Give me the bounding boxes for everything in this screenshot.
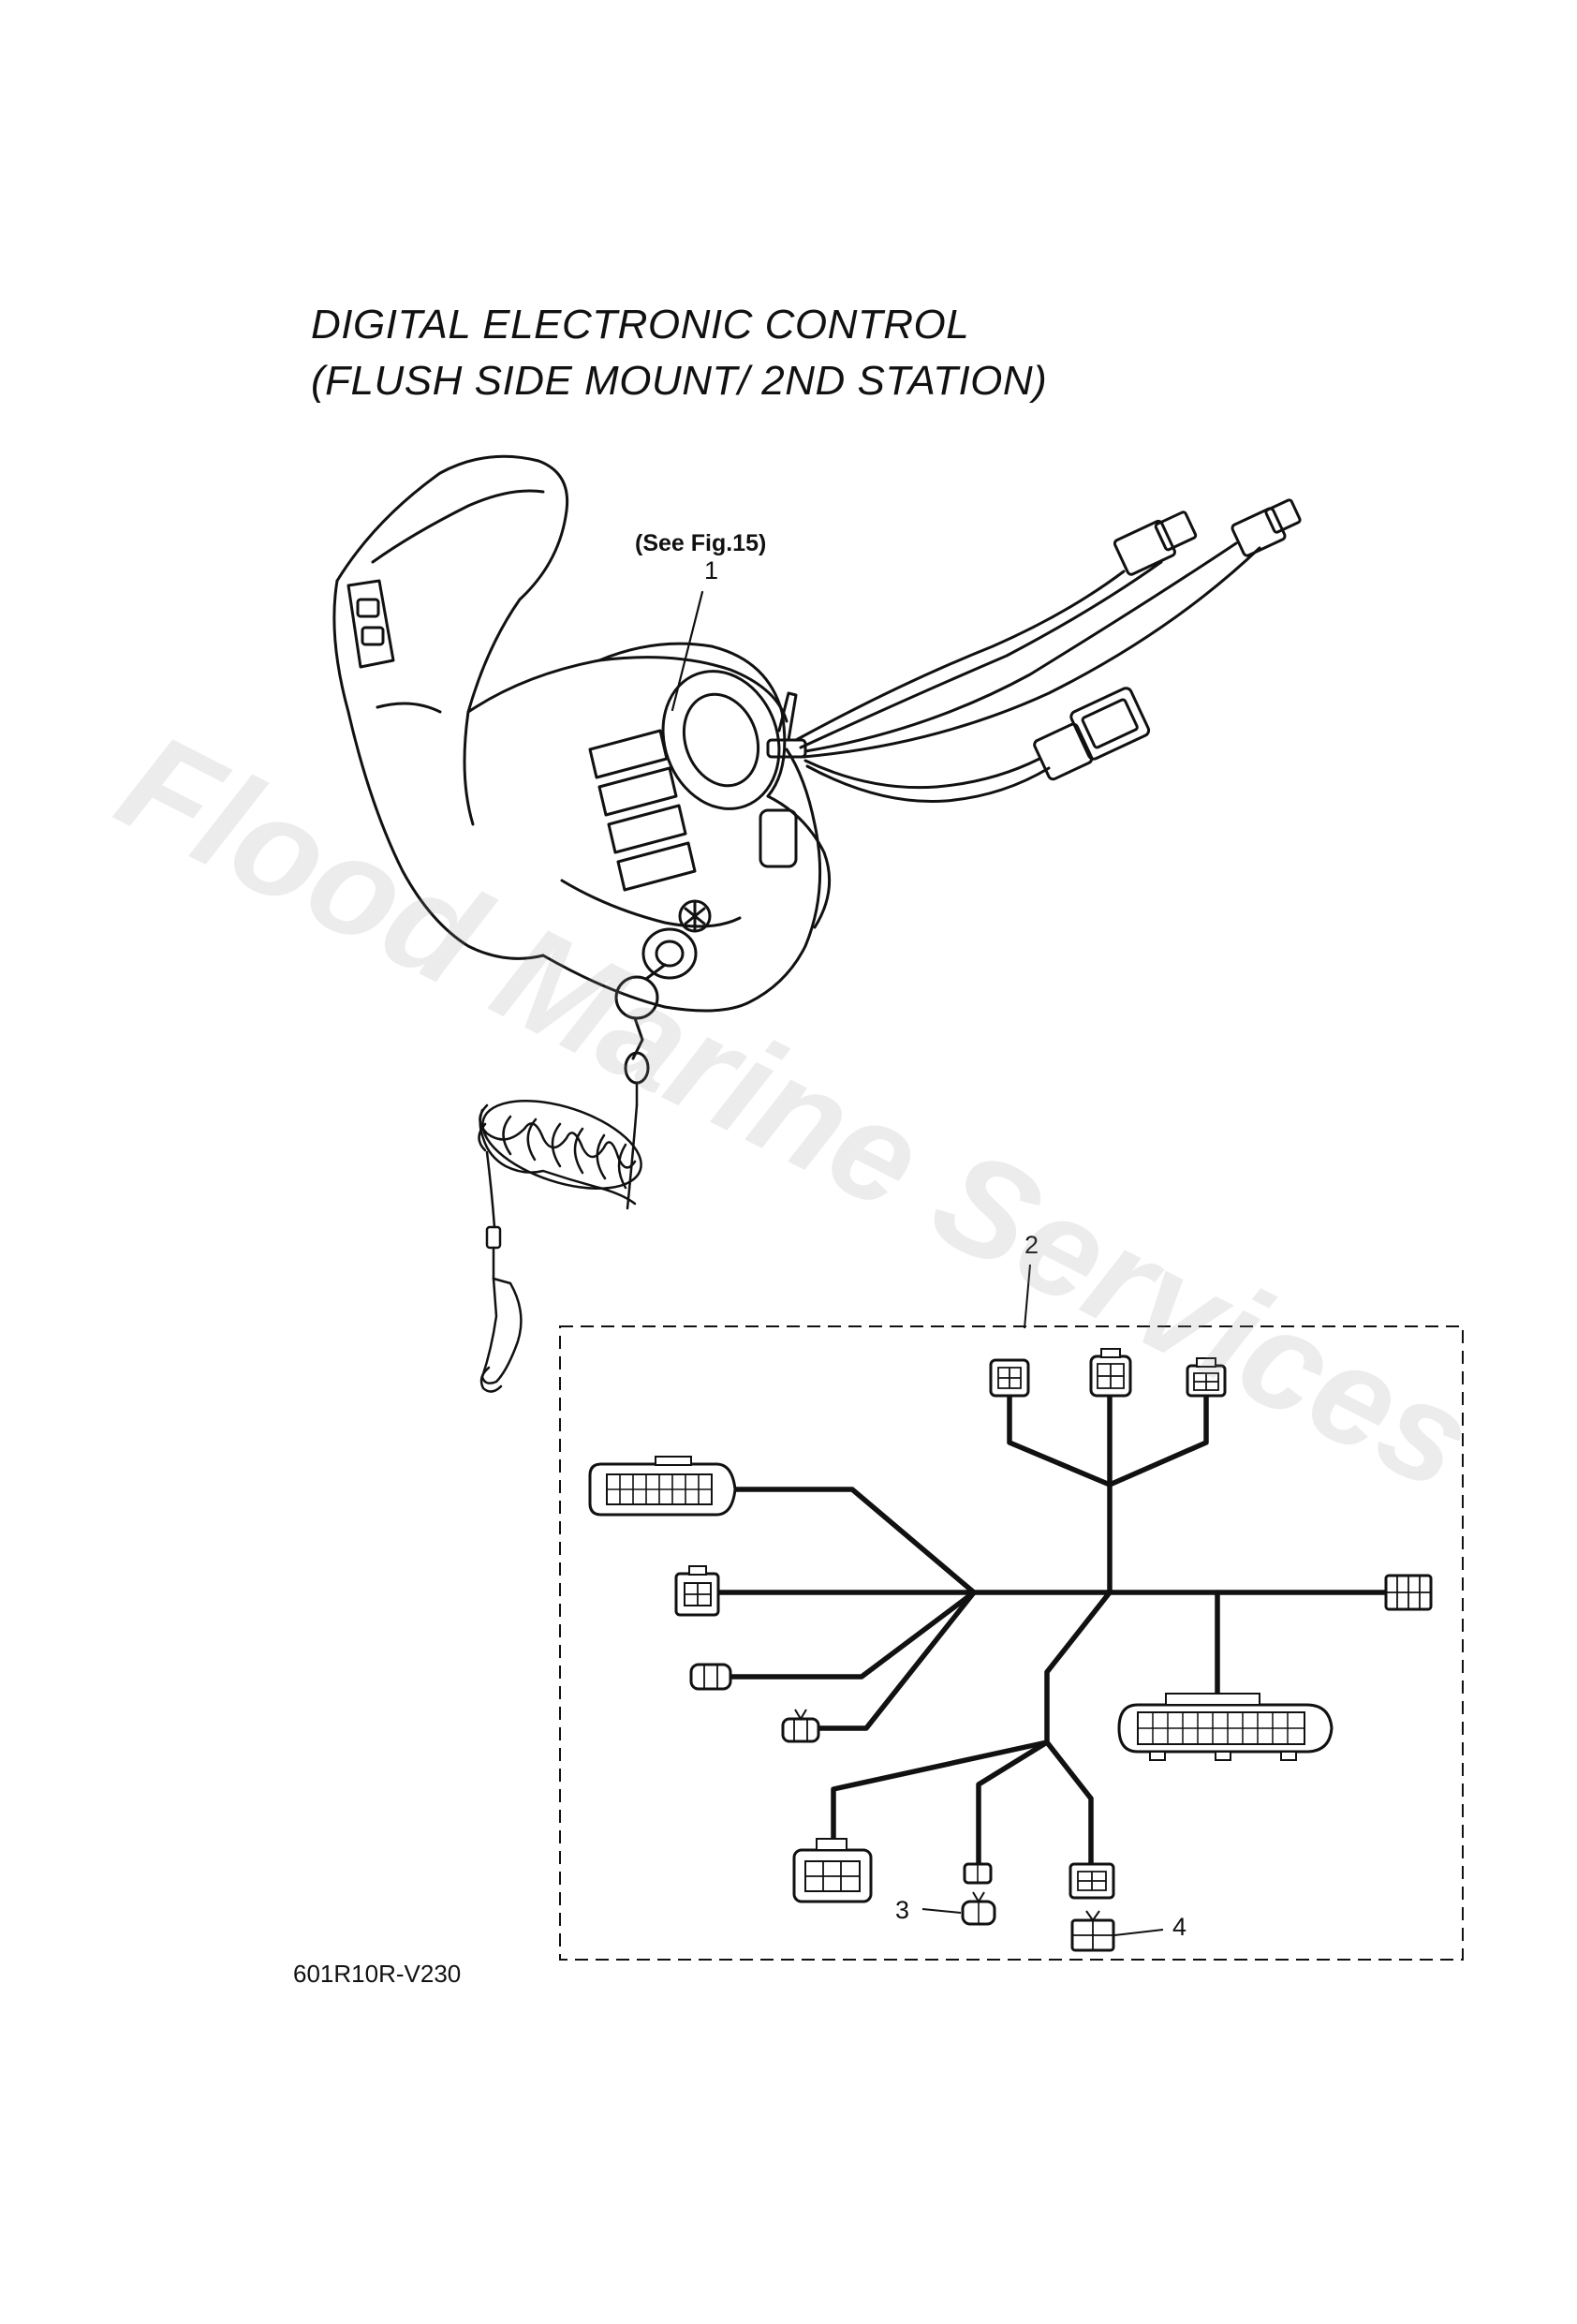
diagram-title-line-2: (FLUSH SIDE MOUNT/ 2ND STATION) — [311, 358, 1048, 404]
callout-part-1: 1 — [704, 556, 718, 585]
callout-part-4: 4 — [1172, 1913, 1186, 1941]
callout-part-3: 3 — [895, 1896, 909, 1924]
connector-icon — [588, 1348, 1433, 1952]
lanyard-icon — [478, 1081, 642, 1393]
remote-control-lever-icon — [332, 454, 1302, 1085]
see-fig-reference: (See Fig.15) — [635, 530, 766, 556]
callout-part-2: 2 — [1024, 1231, 1039, 1259]
wire-harness-icon — [559, 1264, 1464, 1961]
drawing-code: 601R10R-V230 — [293, 1960, 462, 1988]
diagram-title-line-1: DIGITAL ELECTRONIC CONTROL — [311, 302, 970, 348]
